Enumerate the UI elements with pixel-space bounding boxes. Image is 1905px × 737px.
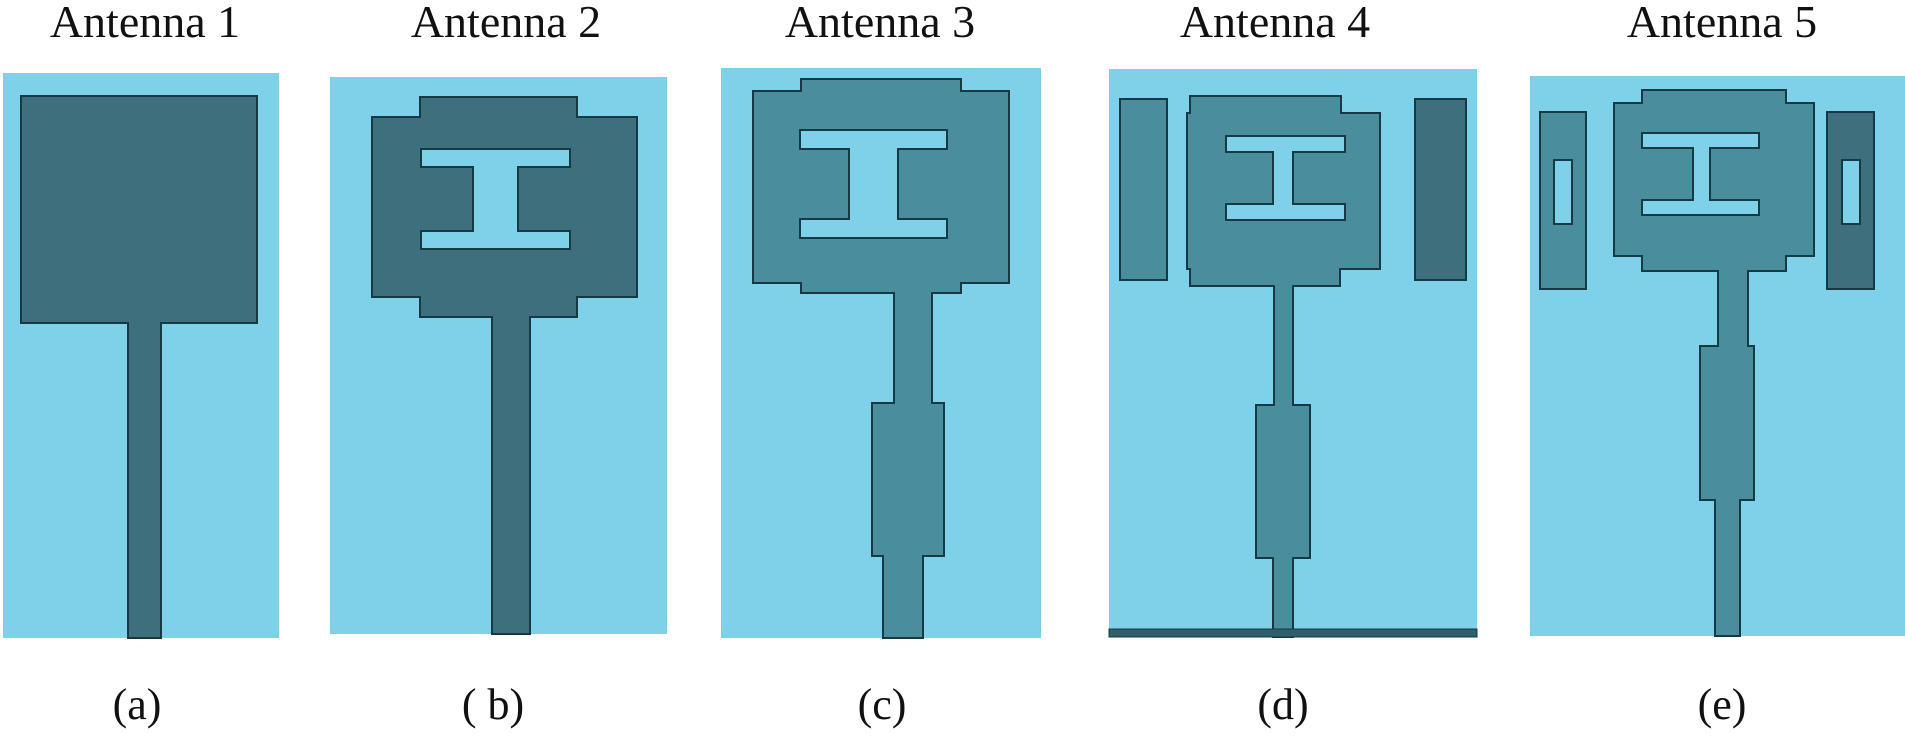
left-strip-slot <box>1553 159 1573 225</box>
antenna-1-caption: (a) <box>112 680 162 729</box>
antenna-2-caption: ( b) <box>461 680 525 729</box>
i-slot <box>420 148 571 250</box>
ground-strip <box>1108 628 1478 638</box>
right-strip-slot <box>1841 159 1861 225</box>
square-patch <box>20 95 258 639</box>
left-parasitic-strip <box>1119 98 1168 281</box>
antenna-4-title: Antenna 4 <box>1179 0 1371 47</box>
antenna-4-diagram <box>1108 69 1478 638</box>
stepped-patch <box>1613 89 1815 637</box>
antenna-2-diagram <box>330 77 667 635</box>
i-slot <box>799 129 948 239</box>
antenna-3-diagram <box>721 68 1041 639</box>
i-slot <box>1225 135 1346 221</box>
i-slot <box>1641 132 1760 216</box>
antenna-5-title: Antenna 5 <box>1626 0 1818 47</box>
antenna-5-diagram <box>1530 76 1905 637</box>
antenna-3-title: Antenna 3 <box>784 0 976 47</box>
antenna-2-title: Antenna 2 <box>410 0 602 47</box>
antenna-3-caption: (c) <box>857 680 907 729</box>
antenna-1-diagram <box>3 73 279 639</box>
right-parasitic-strip <box>1414 98 1467 281</box>
antenna-5-caption: (e) <box>1697 680 1747 729</box>
antenna-1-title: Antenna 1 <box>49 0 241 47</box>
antenna-4-caption: (d) <box>1257 680 1309 729</box>
